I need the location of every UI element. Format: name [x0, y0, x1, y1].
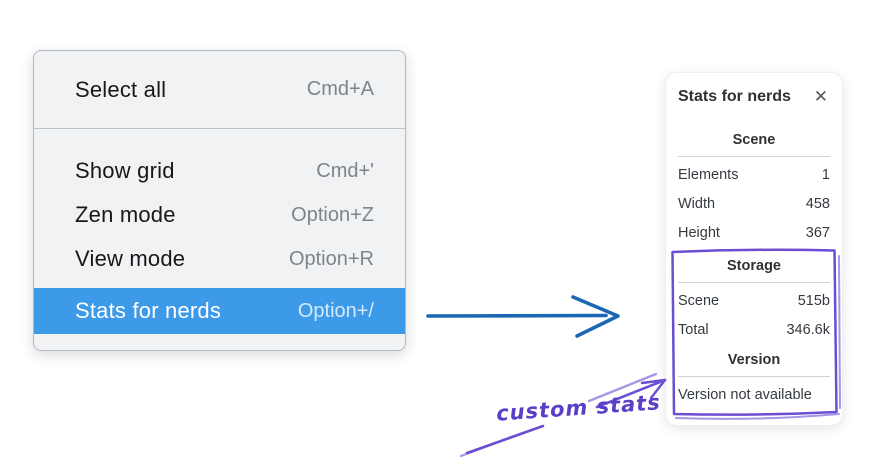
stats-panel-title: Stats for nerds — [678, 87, 791, 105]
menu-item-show-grid[interactable]: Show grid Cmd+' — [34, 149, 405, 193]
menu-item-label: Show grid — [75, 158, 175, 183]
menu-item-shortcut: Option+/ — [297, 299, 374, 322]
menu-group: Show grid Cmd+' Zen mode Option+Z View m… — [34, 129, 405, 334]
stat-label: Total — [678, 321, 709, 338]
stat-row-elements: Elements 1 — [678, 160, 830, 189]
stats-section-version: Version Version not available — [678, 352, 830, 409]
stat-row-height: Height 367 — [678, 218, 830, 247]
menu-divider — [34, 128, 405, 129]
section-title: Scene — [732, 132, 776, 148]
menu-item-shortcut: Cmd+A — [306, 78, 374, 100]
section-title: Storage — [727, 258, 781, 274]
stat-label: Scene — [678, 292, 720, 309]
stats-panel-header: Stats for nerds ✕ — [678, 87, 830, 106]
stats-panel: Stats for nerds ✕ Scene Elements 1 Width… — [665, 72, 843, 426]
stats-section-scene: Scene Elements 1 Width 458 Height 367 — [678, 132, 830, 247]
flow-arrow — [426, 295, 620, 338]
stat-label: Elements — [678, 166, 739, 183]
menu-item-label: View mode — [75, 246, 186, 271]
menu-item-label: Zen mode — [75, 202, 176, 227]
stats-section-storage: Storage Scene 515b Total 346.6k — [678, 258, 830, 344]
menu-item-label: Select all — [75, 76, 167, 102]
menu-item-shortcut: Option+Z — [291, 203, 374, 226]
stat-value: 1 — [821, 166, 830, 183]
menu-item-shortcut: Option+R — [288, 247, 374, 270]
section-divider — [678, 156, 830, 157]
section-divider — [678, 282, 830, 283]
section-title: Version — [727, 352, 781, 368]
annotation-arrow — [459, 372, 667, 458]
menu-item-view-mode[interactable]: View mode Option+R — [34, 237, 405, 281]
menu-item-shortcut: Cmd+' — [316, 159, 374, 182]
menu-item-label: Stats for nerds — [75, 298, 222, 323]
stat-value: 458 — [805, 195, 830, 212]
annotation-text: custom stats — [495, 390, 662, 426]
stat-row-total-size: Total 346.6k — [678, 315, 830, 344]
stat-value: 367 — [805, 224, 830, 241]
stat-row-width: Width 458 — [678, 189, 830, 218]
stat-label: Height — [678, 224, 720, 241]
stat-label: Width — [678, 195, 716, 212]
menu-item-select-all[interactable]: Select all Cmd+A — [34, 51, 405, 128]
menu-item-zen-mode[interactable]: Zen mode Option+Z — [34, 193, 405, 237]
stat-row-scene-size: Scene 515b — [678, 286, 830, 315]
version-note: Version not available — [678, 386, 812, 403]
close-icon[interactable]: ✕ — [813, 87, 828, 106]
menu-item-stats-for-nerds[interactable]: Stats for nerds Option+/ — [34, 288, 405, 334]
section-divider — [678, 376, 830, 377]
stat-value: 515b — [797, 292, 830, 309]
stat-value: 346.6k — [786, 321, 830, 338]
context-menu: Select all Cmd+A Show grid Cmd+' Zen mod… — [33, 50, 406, 351]
